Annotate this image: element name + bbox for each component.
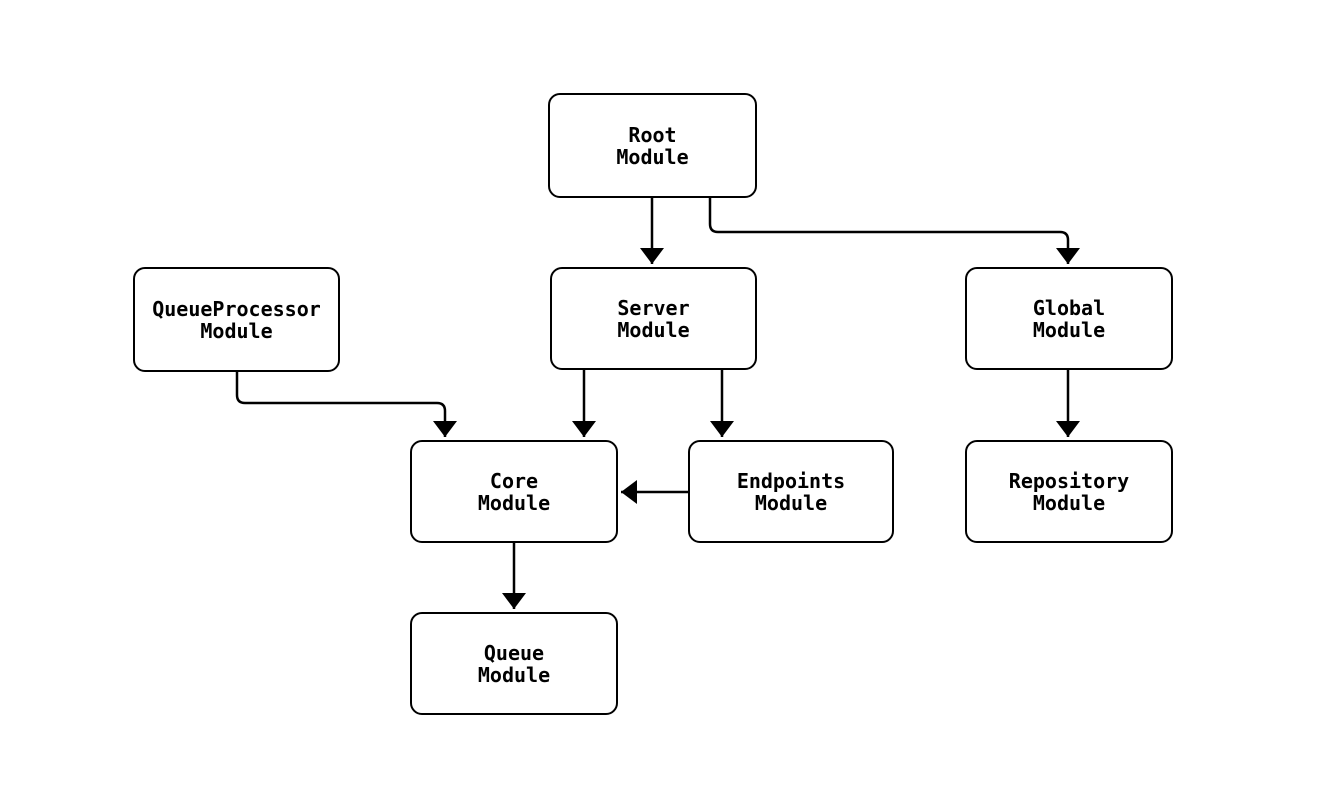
node-endpoints-module-label: Endpoints Module [736, 468, 846, 515]
node-queue-module: Queue Module [410, 612, 618, 715]
node-queueprocessor-module: QueueProcessor Module [133, 267, 340, 372]
node-global-module: Global Module [965, 267, 1173, 370]
node-server-module-label: Server Module [617, 295, 690, 342]
node-repository-module-label: Repository Module [1008, 468, 1130, 515]
node-root-module: Root Module [548, 93, 757, 198]
node-core-module-label: Core Module [477, 468, 551, 515]
edge-root-to-global [708, 198, 1080, 264]
edge-queueprocessor-to-core [235, 372, 457, 437]
node-global-module-label: Global Module [1032, 295, 1106, 342]
node-repository-module: Repository Module [965, 440, 1173, 543]
node-endpoints-module: Endpoints Module [688, 440, 894, 543]
node-queue-module-label: Queue Module [477, 640, 551, 687]
node-queueprocessor-module-label: QueueProcessor Module [152, 296, 321, 343]
node-server-module: Server Module [550, 267, 757, 370]
node-root-module-label: Root Module [616, 122, 689, 169]
node-core-module: Core Module [410, 440, 618, 543]
